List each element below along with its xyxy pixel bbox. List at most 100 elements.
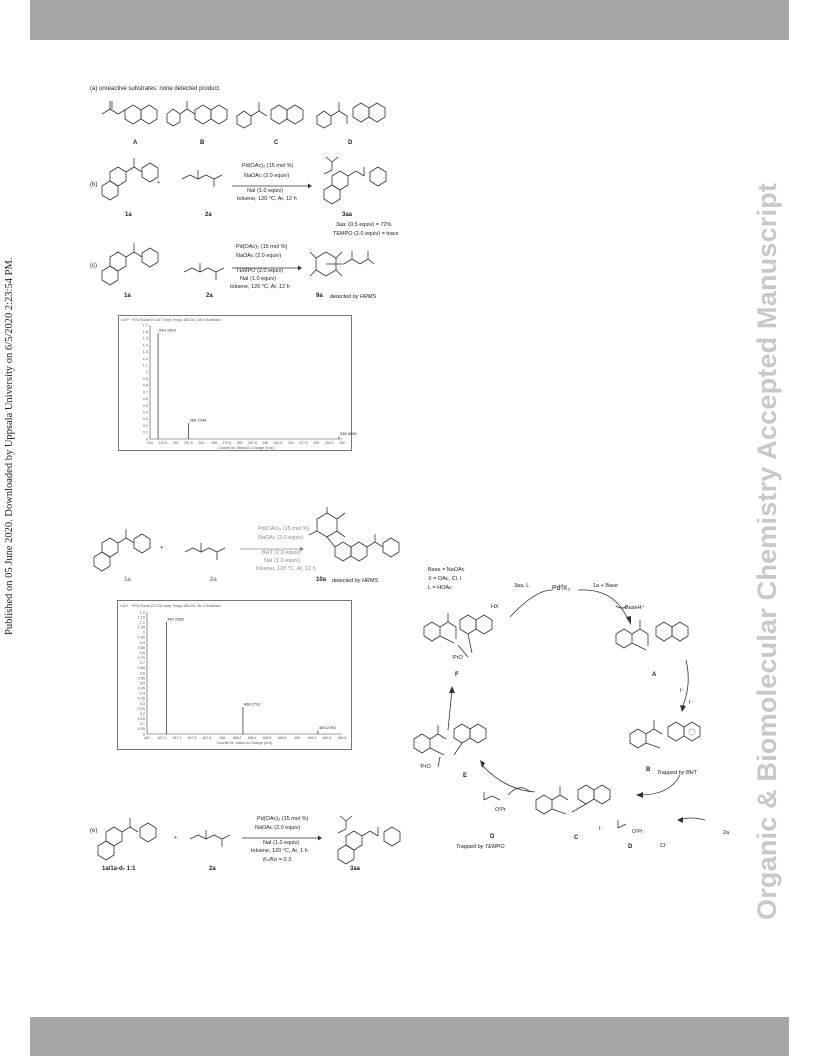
intermediate-f-structure (423, 613, 493, 658)
y-tick-label: 0.9 (143, 377, 148, 381)
x-axis-label: Counts vs. Mass-to-Charge (m/z) (218, 446, 275, 450)
x-tick-label: 469.2 (308, 736, 317, 740)
y-tick-label: 1.3 (143, 350, 148, 354)
product-9a-structure (309, 251, 375, 277)
peak-label: 260.1044 (190, 418, 207, 423)
panel-e-reactant-2a-structure (189, 830, 231, 847)
panel-d-reactant-2a-structure (184, 543, 226, 560)
panel-e-reactant1-label: 1a/1a-d₇ 1:1 (102, 866, 136, 872)
x-tick-label: 467.4 (173, 736, 182, 740)
y-tick-label: 1 (146, 370, 148, 374)
y-tick-label: 0.05 (138, 727, 145, 731)
panel-e-condition-1: Pd(OAc)₂ (15 mol %) (257, 816, 309, 822)
y-tick-label: 1.5 (143, 337, 148, 341)
compound-d-structure (316, 102, 386, 129)
y-tick-label: 1.1 (140, 620, 145, 624)
panel-b-label: (b) (90, 182, 98, 188)
species-e-label: E (463, 773, 468, 779)
compound-c-label: C (274, 140, 279, 146)
species-a-label: A (652, 672, 657, 678)
x-tick-label: 302.5 (274, 441, 283, 445)
panel-c-detected-note: detected by HRMS (330, 294, 377, 300)
trapped-by-bht: Trapped by BHT (657, 770, 697, 776)
legend-base: Base = NaOAc (428, 567, 465, 573)
panel-b-product-label: 3aa (342, 212, 353, 218)
panel-b-reactant2-label: 2a (205, 212, 212, 218)
peak-label: 468.2791 (244, 702, 261, 707)
panel-e-reactant-structure (97, 818, 157, 861)
footer-bar (30, 1017, 789, 1056)
y-tick-label: 1.6 (143, 330, 148, 334)
x-tick-label: 468 (219, 736, 225, 740)
y-tick-label: 1.15 (138, 615, 145, 619)
panel-c-condition-2: NaOAc (2.0 equiv) (236, 253, 282, 259)
y-tick-label: 0.7 (143, 390, 148, 394)
panel-e-condition-3: NaI (1.0 equiv) (263, 840, 300, 846)
panel-c-result-1: 3aa: (0.5 equiv) = 72% (336, 222, 392, 228)
species-d-label: D (490, 834, 495, 840)
panel-b-condition-4: toluene, 120 °C, Ar, 12 h (237, 196, 297, 202)
compound-a-label: A (133, 140, 138, 146)
x-tick-label: 325 (313, 441, 319, 445)
y-tick-label: 0.65 (138, 666, 145, 670)
catalytic-cycle-arrows (447, 589, 706, 823)
panel-d-reactant-1a-structure (93, 529, 151, 572)
publication-note: Published on 05 June 2020. Downloaded by… (4, 257, 15, 635)
x-tick-label: 467.2 (158, 736, 167, 740)
panel-e-condition-4: toluene, 120 °C, Ar, 1 h (251, 848, 308, 854)
x-tick-label: 468.2 (233, 736, 242, 740)
y-tick-label: 1.05 (138, 626, 145, 630)
x-tick-label: 469 (294, 736, 300, 740)
y-tick-label: 0.15 (138, 717, 145, 721)
out-arrow-label: 3aa, L (514, 583, 530, 589)
product-3aa-structure (323, 156, 387, 205)
in-arrow-label: 1a + Base (593, 583, 618, 589)
panel-d-condition-2: NaOAc (2.0 equiv) (258, 535, 304, 541)
panel-c-reactant-1a-structure (101, 243, 159, 286)
y-tick-label: 0.8 (140, 651, 145, 655)
intermediate-e-structure (413, 723, 487, 768)
baseh-label: BaseH⁺ (625, 605, 645, 611)
panel-a-heading: (a) unreactive substrates: none detected… (90, 86, 220, 92)
x-tick-label: 317.5 (299, 441, 308, 445)
species-f-label: F (455, 672, 459, 678)
panel-d-reactant1-label: 1a (124, 577, 131, 583)
panel-d-reactant2-label: 2a (210, 577, 217, 583)
panel-d-condition-4: NaI (1.0 equiv) (264, 558, 301, 564)
panel-c-condition-5: toluene, 120 °C, Ar, 12 h (230, 284, 290, 290)
x-tick-label: 332.5 (325, 441, 334, 445)
y-tick-label: 0.6 (143, 397, 148, 401)
panel-c-reactant1-label: 1a (124, 293, 131, 299)
species-d-pair-label: D (628, 844, 633, 850)
panel-c-condition-4: NaI (1.0 equiv) (240, 276, 277, 282)
panel-d-condition-3: BHT (2.0 equiv) (262, 550, 301, 556)
x-tick-label: 468.4 (248, 736, 257, 740)
y-tick-label: 0.7 (140, 661, 145, 665)
x-tick-label: 243.5 (158, 441, 167, 445)
x-tick-label: 310 (288, 441, 294, 445)
y-tick-label: 0.5 (140, 681, 145, 685)
panel-c-reactant-2a-structure (183, 263, 225, 280)
y-tick-label: 0.4 (140, 692, 145, 696)
y-tick-label: 0.5 (143, 404, 148, 408)
reaction-arrow-d (240, 546, 304, 552)
compound-b-label: B (200, 140, 205, 146)
panel-e-product-3aa-structure (337, 815, 401, 865)
spectrum2-ylabel: x10⁴ (120, 603, 129, 608)
reaction-arrow-c (232, 265, 302, 271)
reagent-2a-label: 2a (723, 830, 730, 836)
panel-b-condition-1: Pd(OAc)₂ (15 mol %) (242, 163, 294, 169)
x-tick-label: 467 (144, 736, 150, 740)
y-tick-label: 0.8 (143, 384, 148, 388)
intermediate-f-opr: ⁱPrO (452, 655, 463, 661)
x-tick-label: 467.6 (188, 736, 197, 740)
x-tick-label: 467.8 (203, 736, 212, 740)
panel-d-detected-note: detected by HRMS (332, 578, 379, 584)
y-tick-label: 0.1 (143, 431, 148, 435)
y-tick-label: 0.35 (138, 697, 145, 701)
reactant-1a-structure (101, 158, 159, 201)
y-tick-label: 1.2 (140, 610, 145, 614)
x-tick-label: 468.6 (263, 736, 272, 740)
hrms-spectrum-2 (117, 600, 352, 750)
y-tick-label: 0.95 (138, 636, 145, 640)
